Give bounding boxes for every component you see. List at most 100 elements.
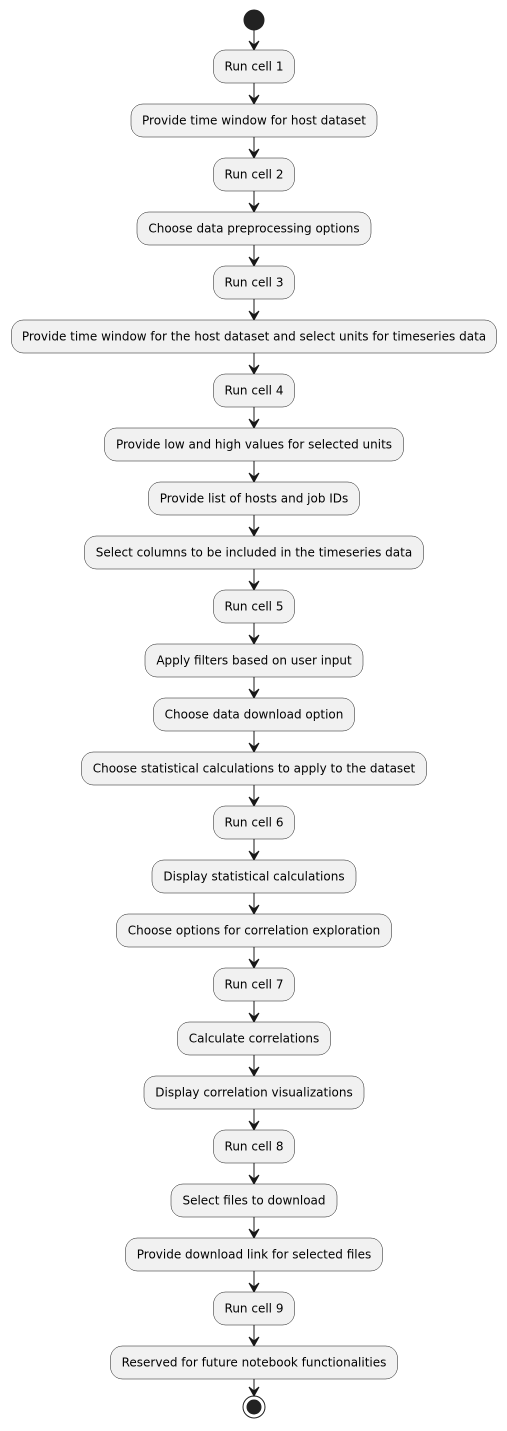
activity-box [130, 103, 378, 138]
activity-box [213, 1291, 295, 1326]
activity-box [148, 481, 360, 516]
arrow-head-5 [248, 256, 260, 268]
arrow-head-4 [248, 202, 260, 214]
activity-node-25: Reserved for future notebook functionali… [110, 1345, 398, 1380]
activity-box [213, 967, 295, 1002]
activity-node-20: Display correlation visualizations [143, 1075, 365, 1110]
arrow-head-18 [248, 958, 260, 970]
nodes-layer: Run cell 1 Provide time window for host d… [11, 9, 497, 1419]
activity-box [153, 697, 355, 732]
activity-label: Select files to download [182, 1194, 325, 1208]
activity-node-17: Choose options for correlation explorati… [116, 913, 392, 948]
arrow-head-12 [248, 634, 260, 646]
activity-label: Provide list of hosts and job IDs [160, 492, 349, 506]
activity-label: Run cell 8 [225, 1140, 284, 1154]
arrow-head-25 [248, 1336, 260, 1348]
activity-node-12: Apply filters based on user input [144, 643, 364, 678]
activity-label: Apply filters based on user input [156, 654, 352, 668]
activity-label: Run cell 7 [225, 978, 284, 992]
activity-box [104, 427, 404, 462]
arrow-head-7 [248, 364, 260, 376]
activity-box [213, 805, 295, 840]
activity-label: Run cell 2 [225, 168, 284, 182]
arrow-head-10 [248, 526, 260, 538]
activity-node-19: Calculate correlations [177, 1021, 331, 1056]
activity-box [213, 1129, 295, 1164]
end-node-ring [242, 1395, 266, 1419]
arrow-head-8 [248, 418, 260, 430]
activity-node-4: Choose data preprocessing options [136, 211, 372, 246]
activity-node-7: Run cell 4 [213, 373, 295, 408]
arrow-head-16 [248, 850, 260, 862]
edges-layer [248, 30, 260, 1398]
activity-label: Provide low and high values for selected… [116, 438, 392, 452]
arrow-head-2 [248, 94, 260, 106]
activity-node-1: Run cell 1 [213, 49, 295, 84]
activity-box [213, 373, 295, 408]
activity-node-24: Run cell 9 [213, 1291, 295, 1326]
activity-label: Provide time window for host dataset [142, 114, 366, 128]
activity-box [213, 589, 295, 624]
activity-label: Select columns to be included in the tim… [96, 546, 412, 560]
activity-label: Display correlation visualizations [155, 1086, 352, 1100]
activity-label: Calculate correlations [189, 1032, 320, 1046]
activity-node-11: Run cell 5 [213, 589, 295, 624]
arrow-head-11 [248, 580, 260, 592]
activity-box [213, 157, 295, 192]
activity-node-6: Provide time window for the host dataset… [11, 319, 497, 354]
arrow-head-6 [248, 310, 260, 322]
arrow-head-24 [248, 1282, 260, 1294]
arrow-head-19 [248, 1012, 260, 1024]
activity-node-21: Run cell 8 [213, 1129, 295, 1164]
end-node-dot [246, 1399, 262, 1415]
activity-label: Choose data preprocessing options [148, 222, 359, 236]
activity-box [110, 1345, 398, 1380]
activity-box [81, 751, 427, 786]
arrow-head-20 [248, 1066, 260, 1078]
activity-node-5: Run cell 3 [213, 265, 295, 300]
activity-box [84, 535, 424, 570]
activity-box [136, 211, 372, 246]
activity-label: Choose data download option [165, 708, 344, 722]
activity-label: Run cell 5 [225, 600, 284, 614]
activity-label: Choose options for correlation explorati… [128, 924, 381, 938]
activity-node-10: Select columns to be included in the tim… [84, 535, 424, 570]
activity-node-13: Choose data download option [153, 697, 355, 732]
arrow-head-3 [248, 148, 260, 160]
arrow-head-21 [248, 1120, 260, 1132]
activity-label: Run cell 4 [225, 384, 284, 398]
activity-box [144, 643, 364, 678]
activity-box [151, 859, 357, 894]
activity-node-23: Provide download link for selected files [125, 1237, 383, 1272]
arrow-head-22 [248, 1174, 260, 1186]
activity-label: Provide time window for the host dataset… [22, 330, 486, 344]
activity-box [170, 1183, 338, 1218]
activity-node-22: Select files to download [170, 1183, 338, 1218]
activity-box [116, 913, 392, 948]
activity-box [177, 1021, 331, 1056]
arrow-head-23 [248, 1228, 260, 1240]
activity-label: Run cell 3 [225, 276, 284, 290]
start-node [243, 9, 265, 31]
activity-node-8: Provide low and high values for selected… [104, 427, 404, 462]
activity-node-14: Choose statistical calculations to apply… [81, 751, 427, 786]
arrow-head-9 [248, 472, 260, 484]
activity-label: Choose statistical calculations to apply… [93, 762, 416, 776]
activity-label: Run cell 1 [225, 60, 284, 74]
activity-node-9: Provide list of hosts and job IDs [148, 481, 360, 516]
arrow-head-15 [248, 796, 260, 808]
activity-box [11, 319, 497, 354]
activity-box [143, 1075, 365, 1110]
activity-label: Provide download link for selected files [137, 1248, 371, 1262]
arrow-head-17 [248, 904, 260, 916]
arrow-head-1 [248, 40, 260, 52]
activity-node-16: Display statistical calculations [151, 859, 357, 894]
activity-box [213, 49, 295, 84]
activity-label: Run cell 6 [225, 816, 284, 830]
arrow-head-13 [248, 688, 260, 700]
activity-node-18: Run cell 7 [213, 967, 295, 1002]
activity-node-3: Run cell 2 [213, 157, 295, 192]
arrow-head-14 [248, 742, 260, 754]
arrow-head-26 [248, 1386, 260, 1398]
